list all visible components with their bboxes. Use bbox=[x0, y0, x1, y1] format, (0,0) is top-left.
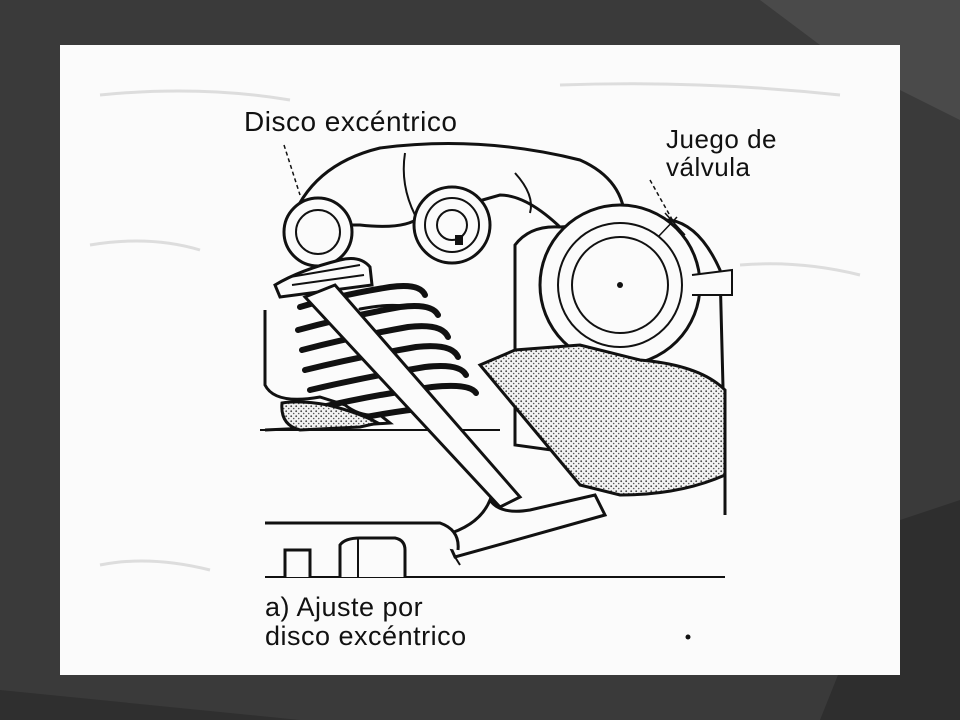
scan-speck bbox=[685, 634, 691, 640]
eccentric-disc bbox=[282, 196, 354, 268]
label-valve-clearance-line2: válvula bbox=[666, 152, 751, 183]
figure-caption: a) Ajuste por disco excéntrico bbox=[265, 592, 467, 652]
diagram-panel: Disco excéntrico Juego de válvula a) Aju… bbox=[60, 45, 900, 675]
label-eccentric-disc: Disco excéntrico bbox=[244, 106, 458, 137]
label-valve-clearance: Juego de válvula bbox=[666, 125, 777, 181]
rocker-shaft bbox=[412, 185, 492, 265]
leader-lines bbox=[283, 144, 686, 238]
scan-ghost-marks bbox=[89, 82, 861, 572]
valve bbox=[302, 283, 608, 566]
valve-mechanism-drawing bbox=[89, 82, 861, 640]
combustion-chamber bbox=[265, 521, 725, 578]
valve-retainer bbox=[273, 257, 374, 299]
label-valve-clearance-line1: Juego de bbox=[666, 124, 777, 154]
figure-caption-line2: disco excéntrico bbox=[265, 621, 467, 652]
figure-caption-line1: a) Ajuste por bbox=[265, 592, 424, 622]
cylinder-head bbox=[260, 310, 727, 515]
